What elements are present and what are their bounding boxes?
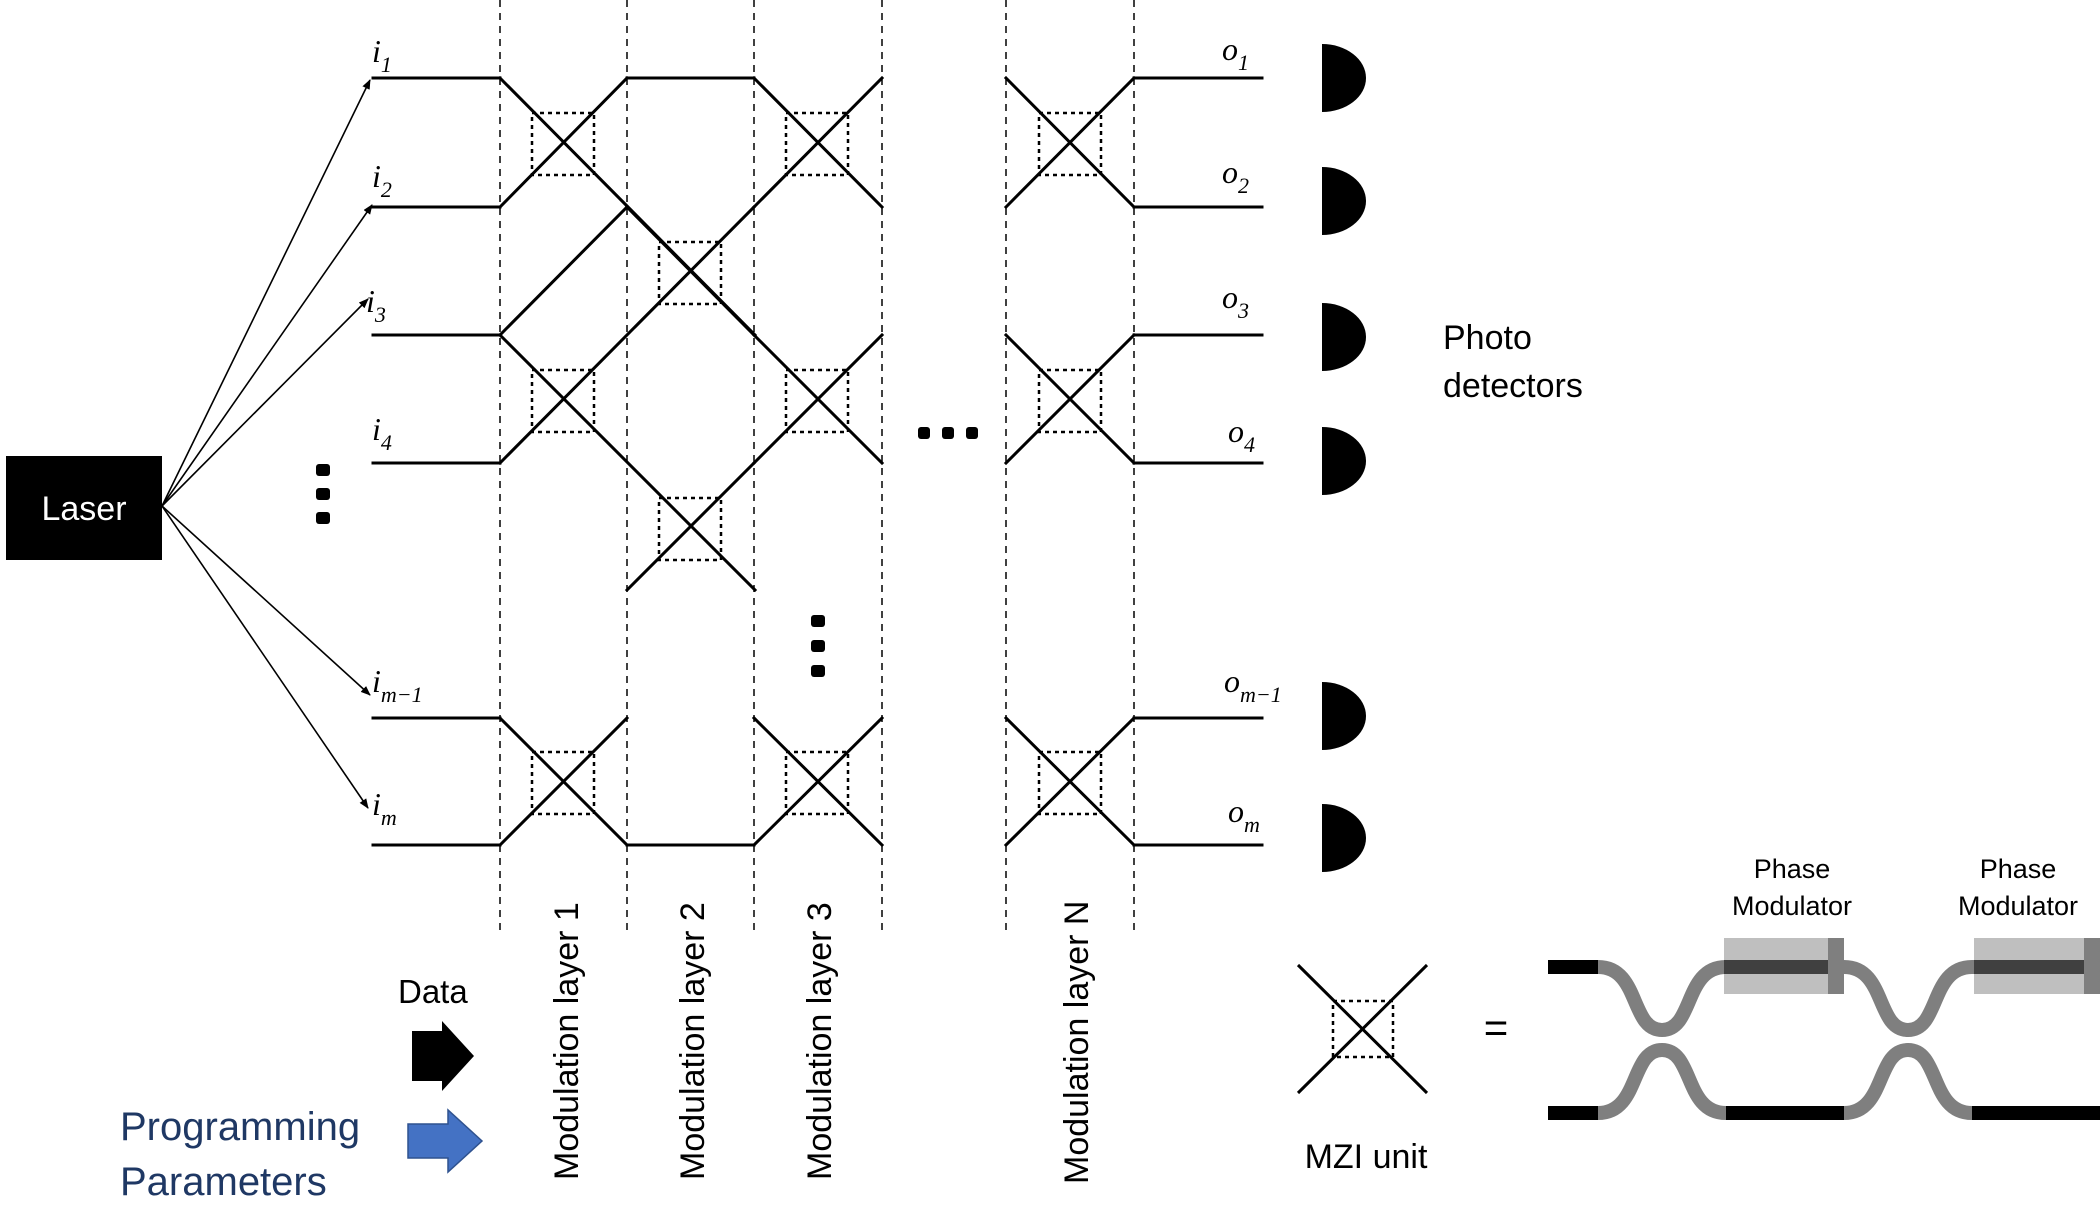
output-label-m-1: om−1	[1224, 663, 1282, 707]
output-label-3: o3	[1222, 279, 1249, 323]
laser-label: Laser	[41, 490, 126, 528]
layer-ellipsis-icon	[811, 615, 825, 677]
layer-label-1: Modulation layer 1	[548, 902, 586, 1180]
legend-programming-label-line1: Programming	[120, 1105, 360, 1149]
phase-modulator-2-label-line1: Phase	[1980, 854, 2057, 884]
phase-modulator-labels: Phase Modulator Phase Modulator	[1732, 854, 2078, 921]
layer-label-n: Modulation layer N	[1058, 901, 1096, 1184]
input-label-m: im	[372, 786, 397, 830]
photodetectors	[1322, 44, 1366, 872]
mzi-structure	[1548, 938, 2100, 1120]
programming-arrow-icon	[407, 1108, 484, 1174]
layer-labels: Modulation layer 1 Modulation layer 2 Mo…	[548, 901, 1096, 1184]
input-label-m-1: im−1	[372, 663, 423, 707]
photodetector-4-icon	[1322, 427, 1366, 495]
mzi-unit-symbol: MZI unit	[1296, 963, 1429, 1176]
legend: Data Programming Parameters	[120, 973, 484, 1204]
photodetector-2-icon	[1322, 167, 1366, 235]
output-label-1: o1	[1222, 31, 1249, 75]
mzi-unit-label: MZI unit	[1305, 1138, 1428, 1176]
phase-modulator-1-label-line2: Modulator	[1732, 891, 1852, 921]
photodetector-3-icon	[1322, 303, 1366, 371]
phase-modulator-2-label-line2: Modulator	[1958, 891, 2078, 921]
photodetectors-label-line1: Photo	[1443, 319, 1532, 357]
output-labels: o1 o2 o3 o4 om−1 om	[1222, 31, 1282, 837]
legend-programming-label-line2: Parameters	[120, 1160, 327, 1204]
horizontal-ellipsis-icon	[918, 427, 978, 439]
waveguides	[371, 75, 1264, 848]
data-arrow-icon	[412, 1021, 474, 1091]
input-ellipsis-icon	[316, 464, 330, 524]
fanout-arrow-m	[161, 505, 369, 809]
layer-label-2: Modulation layer 2	[674, 902, 712, 1180]
input-labels: i1 i2 i3 i4 im−1 im	[366, 33, 423, 830]
input-label-3: i3	[366, 283, 386, 327]
photodetector-1-icon	[1322, 44, 1366, 112]
laser: Laser	[6, 456, 162, 560]
legend-data-label: Data	[398, 973, 468, 1010]
fanout-arrow-3	[161, 298, 369, 507]
photodetectors-label: Photo detectors	[1443, 319, 1583, 405]
output-label-m: om	[1228, 793, 1260, 837]
photodetectors-label-line2: detectors	[1443, 367, 1583, 405]
equals-sign: =	[1484, 1004, 1509, 1051]
mzi-boxes	[530, 111, 1103, 816]
phase-modulator-1-label-line1: Phase	[1754, 854, 1831, 884]
layer-label-3: Modulation layer 3	[801, 902, 839, 1180]
input-label-4: i4	[372, 411, 392, 455]
input-label-1: i1	[372, 33, 392, 77]
fanout-arrow-1	[161, 79, 371, 507]
fanout-arrow-m-1	[161, 505, 371, 696]
photodetector-m-icon	[1322, 804, 1366, 872]
output-label-4: o4	[1228, 413, 1255, 457]
fanout-arrow-2	[161, 204, 373, 507]
input-label-2: i2	[372, 158, 392, 202]
laser-fanout-arrows	[161, 79, 373, 809]
output-label-2: o2	[1222, 154, 1249, 198]
photodetector-m-1-icon	[1322, 682, 1366, 750]
